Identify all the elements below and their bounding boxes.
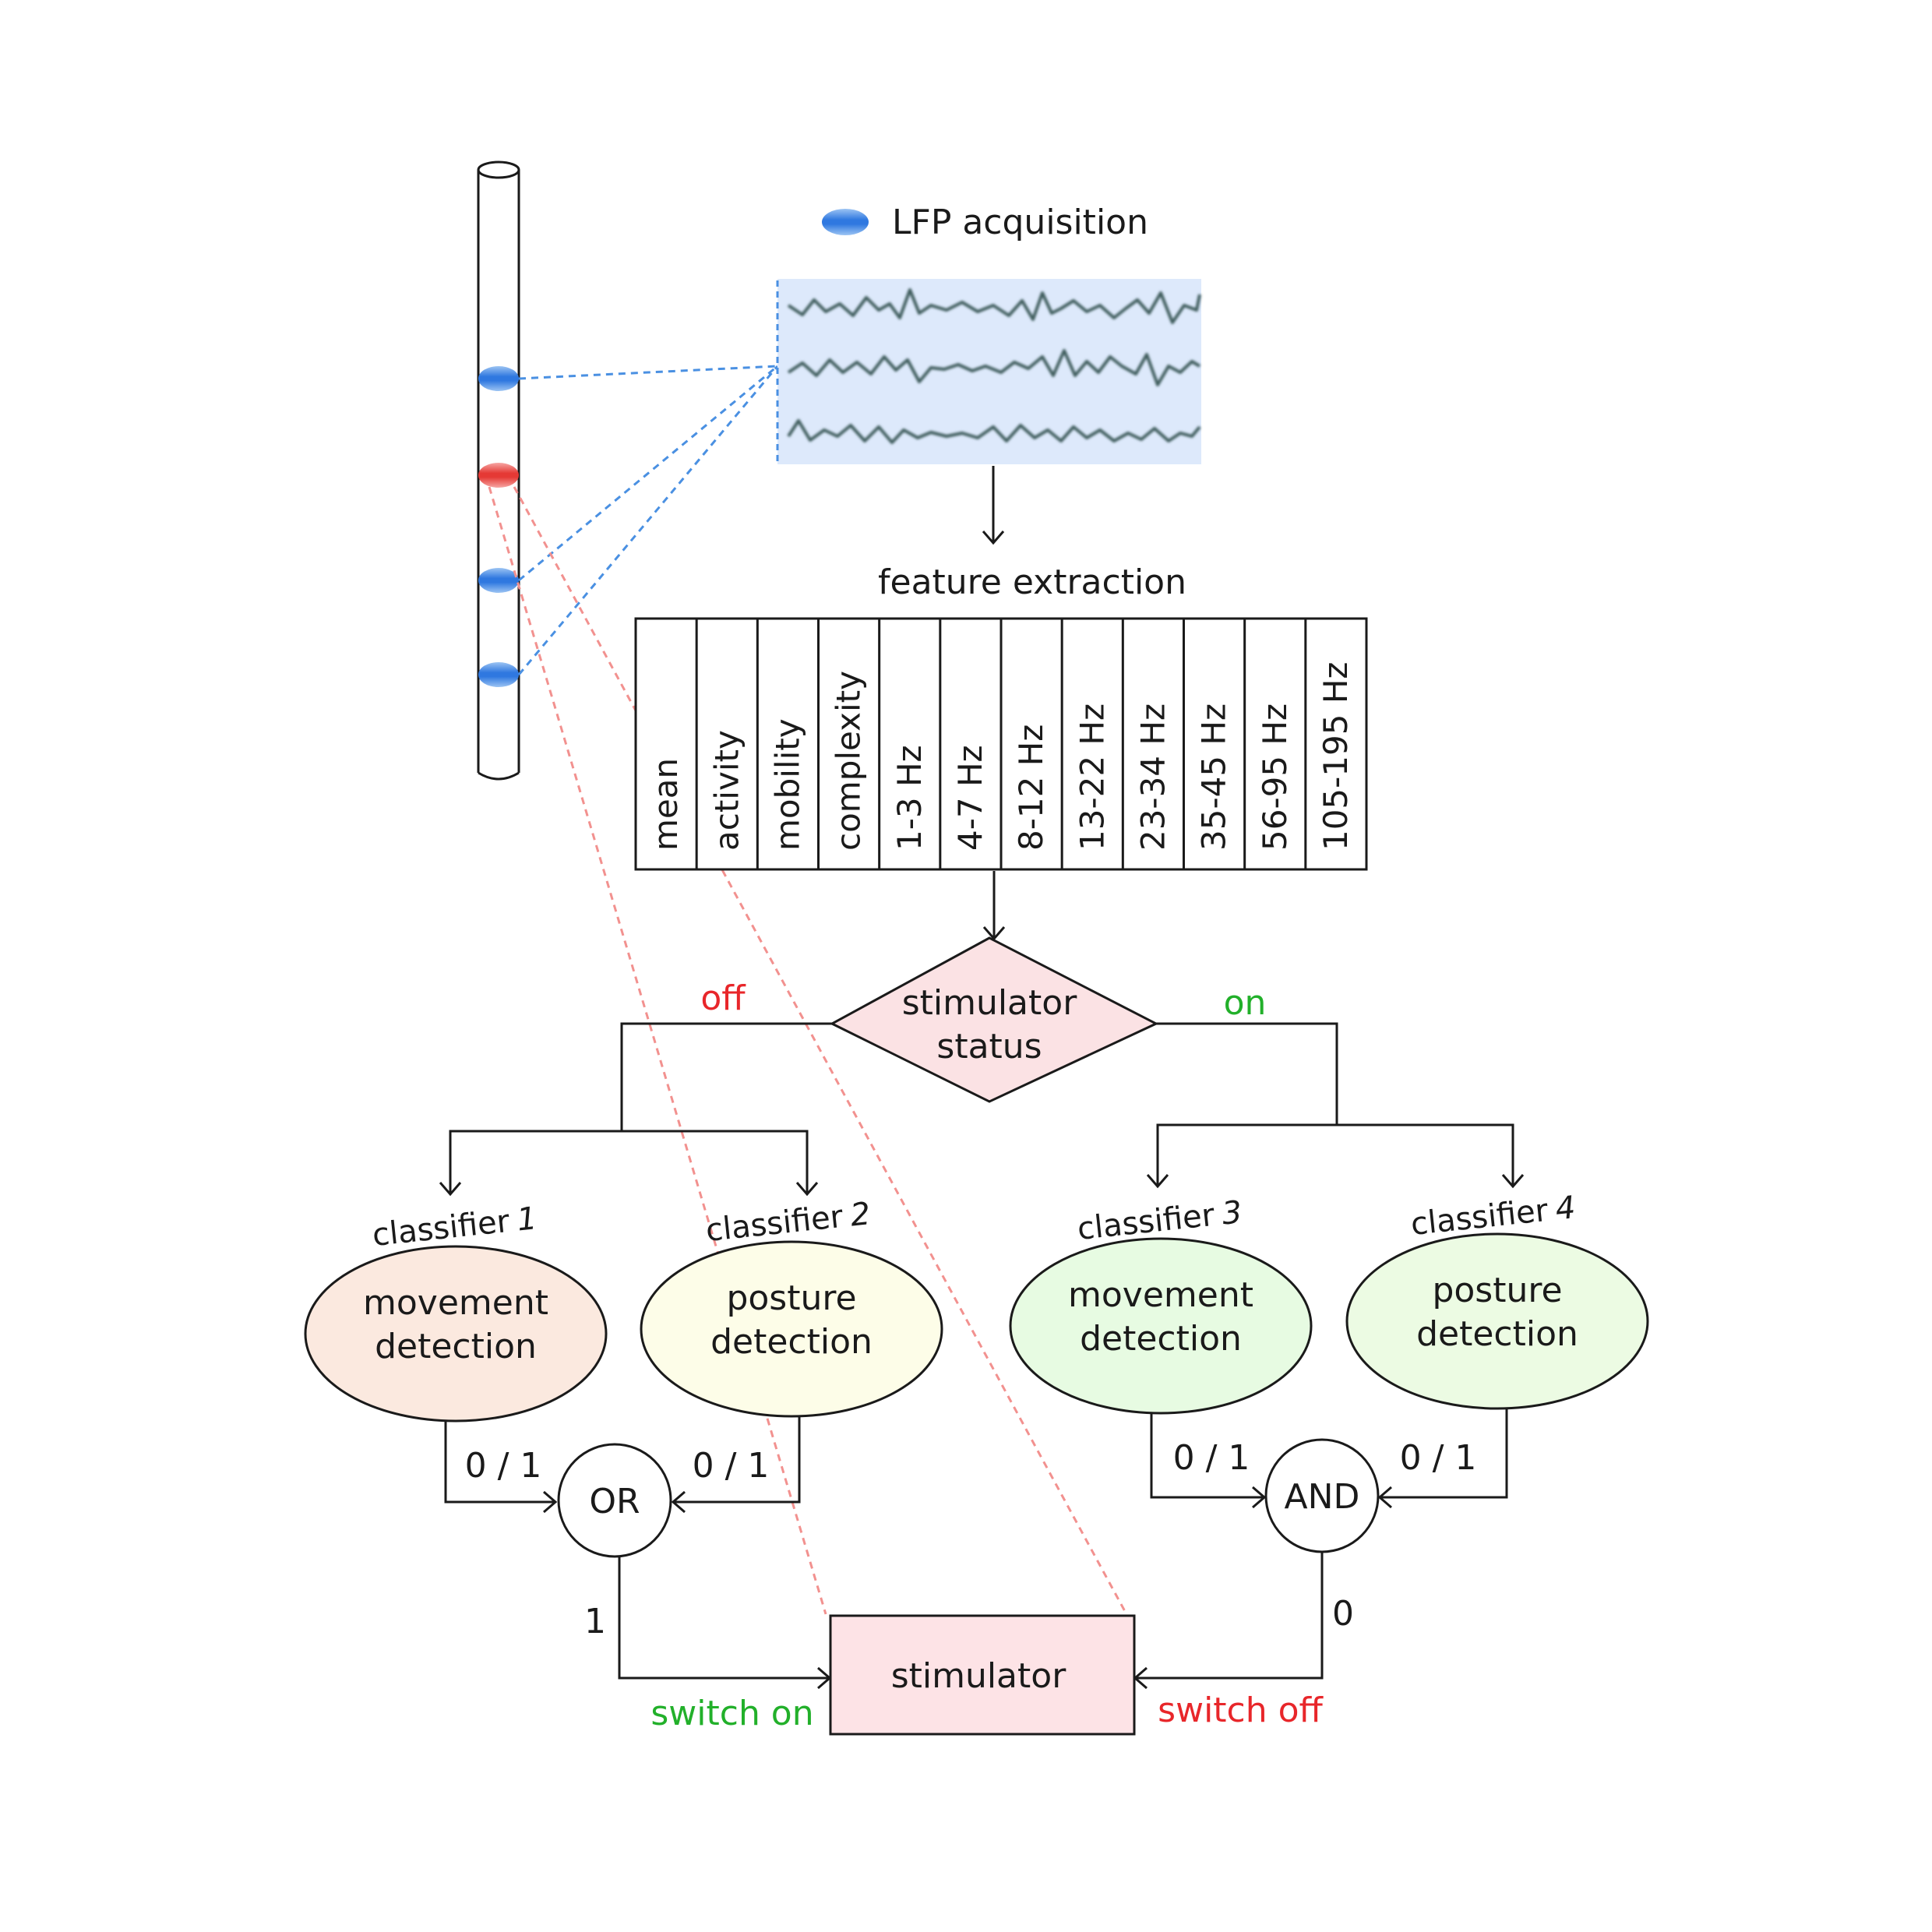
or-gate: [557, 1443, 672, 1558]
feature-cell-label: 35-45 Hz: [1195, 703, 1233, 851]
feature-cell-label: 105-195 Hz: [1317, 662, 1355, 851]
feature-table: mean activity mobility complexity 1-3 Hz 4-7 …: [634, 617, 1368, 871]
classifier-1-output-label: 0 / 1: [465, 1446, 542, 1486]
contact-blue-3: [478, 662, 519, 687]
classifier-1-line2: detection: [375, 1327, 537, 1366]
or-output-label: 1: [584, 1602, 606, 1641]
classifier-2-ellipse: [640, 1240, 943, 1418]
feature-cell-label: 8-12 Hz: [1012, 724, 1050, 851]
stimulator-label: stimulator: [891, 1656, 1067, 1696]
or-to-stimulator-line: [618, 1557, 832, 1690]
stim-connector-lines: [488, 486, 1128, 1615]
classifier-2-line2: detection: [710, 1322, 873, 1362]
feature-cell-label: complexity: [830, 671, 868, 851]
feature-cell-label: mean: [647, 758, 685, 851]
classifier-4-ellipse: [1345, 1232, 1649, 1410]
feature-cell-label: 4-7 Hz: [951, 745, 989, 851]
arrow-features-to-decision: [982, 871, 1006, 941]
lfp-signal-panel: [776, 279, 1201, 464]
feature-cell-label: 23-34 Hz: [1133, 703, 1172, 851]
classifier-3-line2: detection: [1080, 1319, 1242, 1359]
classifier-4-output-label: 0 / 1: [1400, 1438, 1477, 1478]
classifier-3-output-label: 0 / 1: [1173, 1438, 1250, 1478]
classifier-4-line2: detection: [1416, 1314, 1578, 1354]
on-branch-lines: [1146, 1022, 1525, 1189]
and-to-stimulator-line: [1133, 1552, 1324, 1690]
contact-red-stim: [478, 463, 519, 488]
classifier-4-line1: posture: [1432, 1271, 1562, 1310]
contact-blue-1: [478, 366, 519, 391]
feature-cell-label: 56-95 Hz: [1256, 703, 1294, 851]
or-gate-label: OR: [589, 1482, 640, 1521]
switch-on-label: switch on: [650, 1694, 813, 1733]
classifier-2-output-label: 0 / 1: [693, 1446, 770, 1486]
and-input-lines: [1150, 1408, 1508, 1509]
and-gate-label: AND: [1285, 1477, 1360, 1517]
decision-line-2: status: [936, 1027, 1042, 1066]
lfp-connector-lines: [517, 365, 779, 675]
classifier-3-line1: movement: [1068, 1275, 1253, 1315]
feature-extraction-title: feature extraction: [878, 562, 1186, 602]
lfp-trace-3: [787, 419, 1201, 444]
decision-line-1: stimulator: [902, 983, 1078, 1023]
electrode-lead: [477, 160, 520, 781]
lfp-trace-2: [787, 349, 1201, 386]
legend-lfp-label: LFP acquisition: [892, 203, 1148, 242]
off-branch-lines: [439, 1022, 832, 1197]
arrow-signal-to-features: [982, 466, 1005, 545]
classifier-2-line1: posture: [726, 1278, 856, 1318]
contact-blue-2: [478, 568, 519, 593]
or-input-lines: [444, 1416, 801, 1514]
classifier-1-ellipse: [304, 1245, 608, 1423]
switch-off-label: switch off: [1158, 1690, 1324, 1730]
feature-cell-label: 1-3 Hz: [890, 745, 929, 851]
classifier-3-ellipse: [1009, 1237, 1313, 1415]
legend-lfp-icon: [822, 209, 869, 235]
and-output-label: 0: [1332, 1594, 1354, 1634]
stimulator-status-decision: [829, 936, 1159, 1103]
feature-cell-label: activity: [707, 730, 746, 851]
classifier-1-line1: movement: [363, 1283, 548, 1323]
feature-cell-label: mobility: [768, 718, 806, 851]
feature-cell-label: 13-22 Hz: [1073, 703, 1111, 851]
stimulator-box: [829, 1614, 1136, 1736]
on-label: on: [1224, 983, 1267, 1023]
lfp-trace-1: [787, 288, 1201, 324]
off-label: off: [700, 978, 746, 1018]
